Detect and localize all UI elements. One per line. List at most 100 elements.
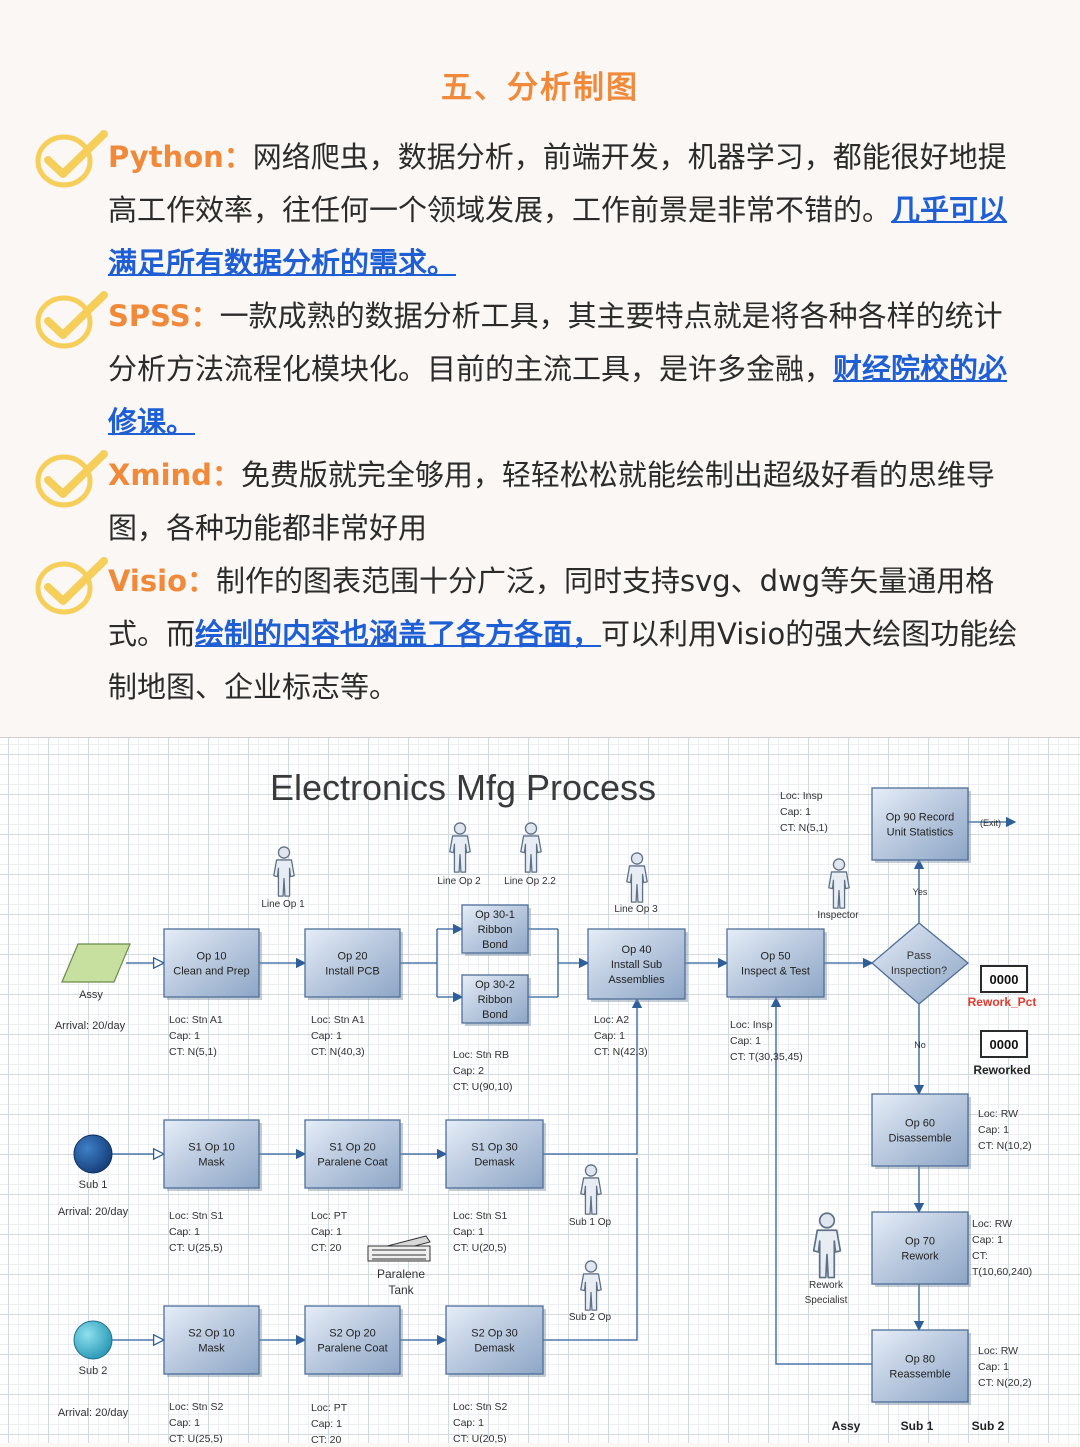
rework-pct-label: Rework_Pct — [968, 995, 1037, 1009]
item-keyword: SPSS： — [108, 299, 220, 333]
process-box[interactable] — [163, 1119, 260, 1189]
item-keyword: Python： — [108, 140, 253, 174]
process-box-info: Cap: 1 — [594, 1030, 625, 1042]
process-box-info: Loc: RW — [978, 1345, 1018, 1357]
process-box-label: S2 Op 30 — [471, 1328, 517, 1340]
process-box-label: Demask — [474, 1343, 515, 1355]
spss-item: SPSS：一款成熟的数据分析工具，其主要特点就是将各种各样的统计分析方法流程化模… — [108, 290, 1028, 449]
item-text: 制作的图表范围十分广泛，同时支持svg、dwg等矢量通用格式。而 — [108, 564, 995, 651]
item-highlight-link[interactable]: 绘制的内容也涵盖了各方各面， — [195, 617, 602, 651]
process-box[interactable] — [871, 1093, 969, 1167]
process-box-label: Clean and Prep — [173, 966, 249, 978]
process-box-label: S1 Op 10 — [188, 1142, 234, 1154]
process-box[interactable] — [304, 1305, 401, 1375]
footer-sub1: Sub 1 — [901, 1419, 934, 1433]
diagram-canvas: Electronics Mfg Process Assy Arrival: 20… — [55, 767, 1037, 1446]
person-icon — [580, 1164, 602, 1215]
process-box-label: Op 50 — [761, 951, 791, 963]
assy-arrival: Arrival: 20/day — [55, 1020, 126, 1032]
process-box[interactable] — [304, 928, 401, 998]
process-box[interactable] — [726, 928, 825, 998]
process-box-info: CT: T(30,35,45) — [730, 1051, 803, 1063]
process-box[interactable] — [871, 1211, 969, 1285]
process-box[interactable] — [871, 1329, 969, 1403]
sub1-op-label: Sub 1 Op — [569, 1217, 612, 1228]
sub1-label: Sub 1 — [79, 1179, 108, 1191]
tank-label1: Paralene — [377, 1267, 425, 1281]
assy-source-shape[interactable] — [61, 943, 131, 983]
process-box-info: Loc: Stn S2 — [169, 1401, 223, 1413]
process-box-info: Cap: 1 — [453, 1226, 484, 1238]
python-item: Python：网络爬虫，数据分析，前端开发，机器学习，都能很好地提高工作效率，往… — [108, 131, 1028, 290]
process-box-info: Cap: 2 — [453, 1065, 484, 1077]
process-box-label: Demask — [474, 1157, 515, 1169]
assy-label: Assy — [79, 989, 103, 1001]
footer-sub2: Sub 2 — [972, 1419, 1005, 1433]
line-op3-label: Line Op 3 — [614, 904, 658, 915]
person-icon — [449, 822, 471, 873]
person-icon — [626, 852, 648, 903]
process-box[interactable] — [445, 1119, 544, 1189]
rework-pct-value: 0000 — [990, 972, 1019, 987]
process-box-label: S2 Op 20 — [329, 1328, 375, 1340]
process-box-info: Loc: Stn S1 — [169, 1210, 223, 1222]
process-box[interactable] — [461, 904, 529, 954]
pass-inspection-decision[interactable] — [871, 922, 970, 1005]
item-text: 网络爬虫，数据分析，前端开发，机器学习，都能很好地提高工作效率，往任何一个领域发… — [108, 140, 1007, 227]
process-box-info: CT: U(25,5) — [169, 1433, 223, 1443]
process-box[interactable] — [871, 787, 969, 861]
reworked-value: 0000 — [990, 1037, 1019, 1052]
sub2-source-shape[interactable] — [73, 1320, 113, 1360]
person-icon — [520, 822, 542, 873]
process-box-info: Loc: Insp — [780, 790, 823, 802]
rework-specialist-label2: Specialist — [805, 1295, 848, 1306]
process-box-info: Loc: Stn RB — [453, 1049, 509, 1061]
checkmark-icon — [35, 130, 108, 188]
process-box-info: CT: 20 — [311, 1242, 342, 1254]
paralene-tank-icon — [367, 1235, 431, 1262]
item-highlight-link[interactable]: 几乎可以满足所有数据分析的需求。 — [108, 193, 1008, 280]
checkmark-icon — [35, 291, 108, 349]
item-highlight-link[interactable]: 财经院校的必修课。 — [108, 352, 1008, 439]
item-text: 一款成熟的数据分析工具，其主要特点就是将各种各样的统计分析方法流程化模块化。目前… — [108, 299, 1003, 386]
process-box-label: Assemblies — [608, 974, 665, 986]
item-text-tail: 可以利用Visio的强大绘图功能绘制地图、企业标志等。 — [108, 617, 1018, 704]
process-box-info: Cap: 1 — [311, 1418, 342, 1430]
process-box-info: Cap: 1 — [169, 1030, 200, 1042]
process-box-info: CT: N(42,3) — [594, 1046, 648, 1058]
process-box-info: Loc: Stn A1 — [169, 1014, 223, 1026]
process-box[interactable] — [163, 928, 260, 998]
process-box-label: Disassemble — [889, 1133, 952, 1145]
exit-label: (Exit) — [980, 818, 1001, 828]
process-box[interactable] — [461, 974, 529, 1024]
section-divider — [0, 737, 1080, 738]
process-box-info: CT: N(5,1) — [169, 1046, 217, 1058]
sub1-source-shape[interactable] — [73, 1134, 113, 1174]
process-box-info: CT: N(20,2) — [978, 1377, 1032, 1389]
process-box-info: Cap: 1 — [730, 1035, 761, 1047]
sub2-op-label: Sub 2 Op — [569, 1312, 612, 1323]
process-box-info: Cap: 1 — [972, 1234, 1003, 1246]
process-box-label: Ribbon — [478, 924, 513, 936]
process-box[interactable] — [304, 1119, 401, 1189]
process-box-info: CT: U(20,5) — [453, 1433, 507, 1443]
process-box-label: Mask — [198, 1157, 225, 1169]
process-box-info: Loc: Stn S1 — [453, 1210, 507, 1222]
process-box-label: Paralene Coat — [317, 1157, 387, 1169]
process-box[interactable] — [587, 928, 686, 1000]
visio-item: Visio：制作的图表范围十分广泛，同时支持svg、dwg等矢量通用格式。而绘制… — [108, 555, 1028, 714]
process-box-info: T(10,60,240) — [972, 1266, 1032, 1278]
process-box-info: CT: U(90,10) — [453, 1081, 513, 1093]
process-box-label: Op 70 — [905, 1236, 935, 1248]
process-box-label: Mask — [198, 1343, 225, 1355]
process-box-info: CT: — [972, 1250, 988, 1262]
rework-pct-counter — [980, 965, 1028, 993]
rework-specialist-label1: Rework — [809, 1280, 844, 1291]
process-box[interactable] — [163, 1305, 260, 1375]
process-box-info: CT: N(5,1) — [780, 822, 828, 834]
checkmark-icon — [35, 557, 108, 615]
process-box-info: Loc: RW — [972, 1218, 1012, 1230]
process-box[interactable] — [445, 1305, 544, 1375]
process-box-info: CT: U(25,5) — [169, 1242, 223, 1254]
process-box-label: Unit Statistics — [887, 827, 954, 839]
